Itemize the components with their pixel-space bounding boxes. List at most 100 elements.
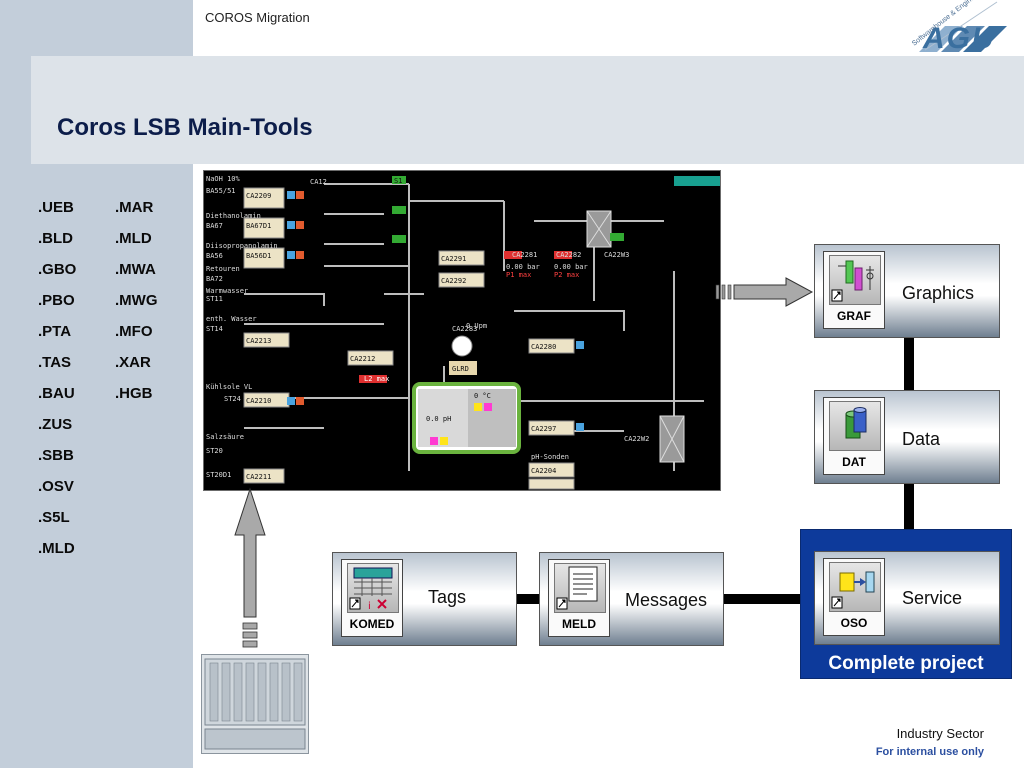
scada-label: S1 [394,177,402,185]
scada-label: pH-Sonden [531,453,569,461]
scada-label: P2 max [554,271,579,279]
scada-label: 0.00 bar [554,263,588,271]
scada-label: ST20D1 [206,471,231,479]
extension-item: .MWG [115,292,158,309]
connector-line [904,482,914,530]
meld-tool-icon[interactable]: MELD [548,559,610,637]
scada-label: CA2283 [452,325,477,333]
connector-line [515,594,539,604]
extension-item: .UEB [38,199,74,216]
meld-icon [554,563,606,613]
tool-graphics[interactable]: GRAF Graphics [814,244,1000,338]
graf-tool-icon[interactable]: GRAF [823,251,885,329]
scada-label: CA2210 [246,397,271,405]
control-cabinet-icon [201,654,309,754]
title-band [31,56,1024,164]
extension-item: .SBB [38,447,74,464]
connector-line [722,594,814,604]
service-label: Service [902,588,963,608]
company-logo: AGU Softwarehouse & Engineering [905,0,1011,55]
scada-label: P1 max [506,271,531,279]
scada-label: ST20 [206,447,223,455]
extension-item: .BAU [38,385,75,402]
extension-item: .XAR [115,354,151,371]
scada-label: 0 Upm [466,322,487,330]
extension-item: .ZUS [38,416,73,433]
oso-icon-label: OSO [840,616,868,630]
extension-item: .BLD [38,230,73,247]
tool-service[interactable]: OSO Service [814,551,1000,645]
scada-label: 0 °C [474,392,491,400]
extension-list-2: .MAR .MLD .MWA .MWG .MFO .XAR .HGB [115,192,158,409]
scada-label: Retouren [206,265,240,273]
extension-item: .S5L [38,509,70,526]
scada-label: Diisopropanolamin [206,242,278,250]
scada-label: enth. Wasser [206,315,257,323]
logo-graphic-icon [919,1,1007,52]
extension-item: .HGB [115,385,153,402]
extension-item: .MLD [38,540,75,557]
extension-item: .MLD [115,230,152,247]
extension-item: .OSV [38,478,74,495]
extension-item: .PBO [38,292,75,309]
scada-label: CA22W3 [604,251,629,259]
scada-label: Salzsäure [206,433,244,441]
header-text: COROS Migration [205,10,310,25]
scada-label: Kühlsole VL [206,383,252,391]
scada-label: BA72 [206,275,223,283]
scada-label: CA2297 [531,425,556,433]
dat-tool-icon[interactable]: DAT [823,397,885,475]
process-screenshot: NaOH 10% BA55/51 Diethanolamin BA67 Diis… [203,170,721,491]
tool-tags[interactable]: i KOMED Tags [332,552,517,646]
scada-label: L2 max [364,375,389,383]
dat-icon-label: DAT [842,455,866,469]
scada-label: ST14 [206,325,223,333]
komed-icon-label: KOMED [349,617,395,631]
logo-letters: AGU [923,22,996,55]
scada-label: Warmwasser [206,287,248,295]
scada-label: CA12 [310,178,327,186]
scada-label: CA2280 [531,343,556,351]
graf-icon-label: GRAF [837,309,871,323]
arrow-up-icon [234,487,266,648]
data-label: Data [902,429,941,449]
scada-label: BA67D1 [246,222,271,230]
scada-label: CA22W2 [624,435,649,443]
komed-icon: i [347,563,399,613]
oso-icon [829,562,881,612]
scada-label: ST11 [206,295,223,303]
scada-label: CA2291 [441,255,466,263]
scada-label: CA2282 [556,251,581,259]
scada-label: 0.0 pH [426,415,451,423]
extension-item: .PTA [38,323,72,340]
scada-label: Diethanolamin [206,212,261,220]
graphics-label: Graphics [902,283,975,303]
extension-item: .MFO [115,323,153,340]
scada-label: CA2209 [246,192,271,200]
extension-item: .GBO [38,261,77,278]
connector-line [904,336,914,390]
komed-tool-icon[interactable]: i KOMED [341,559,403,637]
scada-label: NaOH 10% [206,175,241,183]
scada-label: BA67 [206,222,223,230]
tool-messages[interactable]: MELD Messages [539,552,724,646]
tool-data[interactable]: DAT Data [814,390,1000,484]
graf-icon [829,255,881,305]
scada-label: BA56 [206,252,223,260]
scada-label: CA2292 [441,277,466,285]
meld-icon-label: MELD [562,617,596,631]
footer-internal: For internal use only [875,746,984,758]
messages-label: Messages [625,590,708,610]
scada-label: CA2213 [246,337,271,345]
extension-list-1: .UEB .BLD .GBO .PBO .PTA .TAS .BAU .ZUS … [38,192,76,564]
scada-label: 0.00 bar [506,263,540,271]
oso-tool-icon[interactable]: OSO [823,558,885,636]
scada-label: GLRD [452,365,469,373]
extension-item: .TAS [38,354,72,371]
dat-icon [829,401,881,451]
scada-label: BA55/51 [206,187,236,195]
scada-label: BA56D1 [246,252,271,260]
scada-label: CA2204 [531,467,556,475]
scada-label: CA2212 [350,355,375,363]
complete-project-label: Complete project [828,653,984,674]
